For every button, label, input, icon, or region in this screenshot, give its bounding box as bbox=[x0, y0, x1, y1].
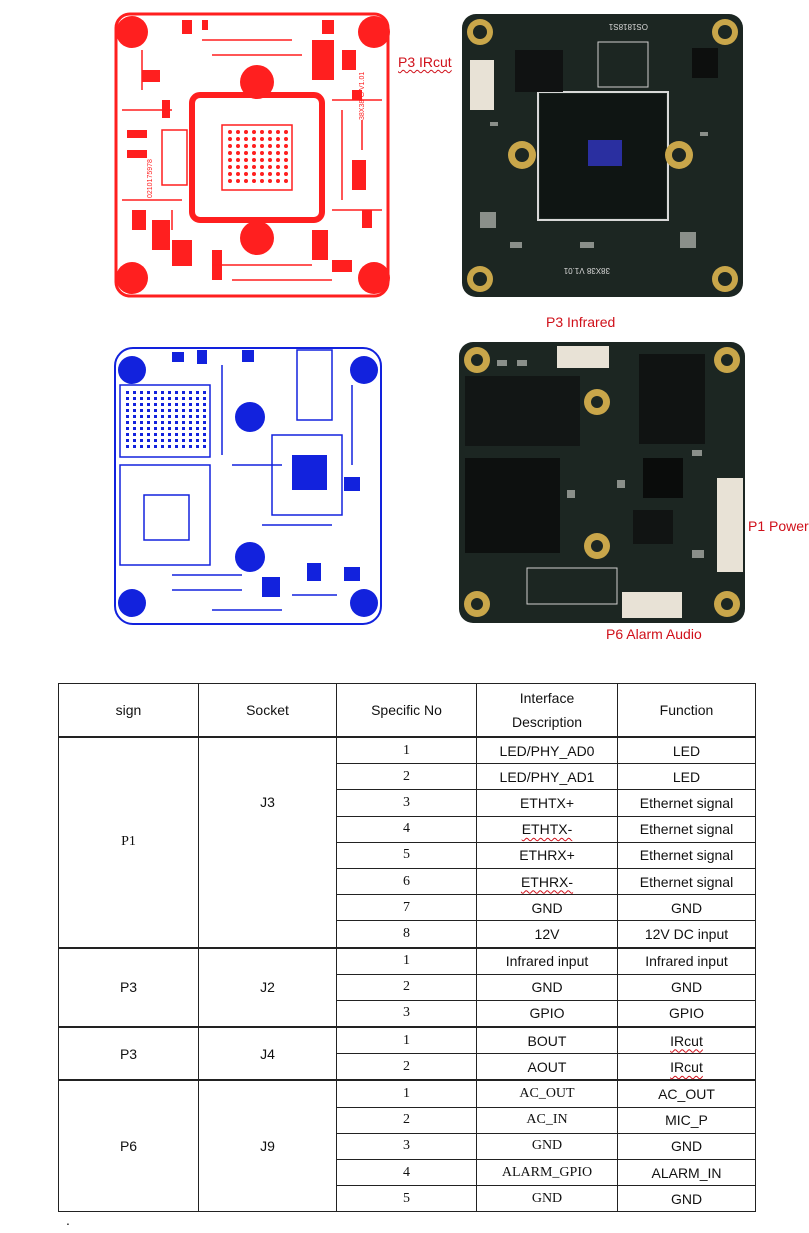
cell-specific-no: 5 bbox=[336, 841, 477, 869]
cell-sign: P1 bbox=[58, 736, 199, 948]
cell-function: LED bbox=[617, 763, 756, 791]
cell-interface: AOUT bbox=[476, 1053, 618, 1081]
cell-interface: Infrared input bbox=[476, 946, 618, 975]
red-board-serial: 0210175978 bbox=[147, 159, 154, 198]
cell-interface: LED/PHY_AD1 bbox=[476, 763, 618, 791]
cell-specific-no: 1 bbox=[336, 1026, 477, 1055]
cell-function: IRcut bbox=[617, 1026, 756, 1055]
cell-function: Ethernet signal bbox=[617, 841, 756, 869]
cell-interface: GPIO bbox=[476, 999, 618, 1028]
red-board-version: 38X38-G V1.01 bbox=[359, 72, 366, 120]
cell-interface: ETHRX- bbox=[476, 867, 618, 896]
cell-function: GND bbox=[617, 1132, 756, 1161]
cell-specific-no: 4 bbox=[336, 1158, 477, 1187]
trailing-mark: . bbox=[66, 1212, 70, 1228]
cell-socket: J2 bbox=[198, 946, 337, 1028]
header-socket: Socket bbox=[198, 683, 337, 738]
cell-interface: ETHTX+ bbox=[476, 789, 618, 817]
pin-definition-table: sign Socket Specific No Interface Descri… bbox=[58, 683, 756, 1213]
cell-specific-no: 2 bbox=[336, 1106, 477, 1134]
cell-interface: AC_IN bbox=[476, 1106, 618, 1134]
cell-function: GND bbox=[617, 1185, 756, 1213]
cell-interface: AC_OUT bbox=[476, 1079, 618, 1108]
cell-sign: P3 bbox=[58, 946, 199, 1028]
callout-p6-alarm-audio: P6 Alarm Audio bbox=[606, 626, 702, 642]
cell-specific-no: 1 bbox=[336, 736, 477, 765]
header-sign: sign bbox=[58, 683, 199, 738]
cell-specific-no: 5 bbox=[336, 1185, 477, 1213]
cell-function: Ethernet signal bbox=[617, 815, 756, 843]
callout-p3-ircut: P3 IRcut bbox=[398, 54, 452, 70]
cell-sign: P3 bbox=[58, 1026, 199, 1081]
cell-specific-no: 3 bbox=[336, 789, 477, 817]
cell-interface: ETHTX- bbox=[476, 815, 618, 843]
header-function: Function bbox=[617, 683, 756, 738]
cell-interface: ETHRX+ bbox=[476, 841, 618, 869]
cell-specific-no: 2 bbox=[336, 763, 477, 791]
cell-function: LED bbox=[617, 736, 756, 765]
blue-pcb-layout-drawing bbox=[112, 345, 384, 627]
pcb1-board-version: 38X38 V1.01 bbox=[563, 266, 610, 275]
cell-interface: ALARM_GPIO bbox=[476, 1158, 618, 1187]
cell-function: ALARM_IN bbox=[617, 1158, 756, 1187]
cell-specific-no: 8 bbox=[336, 920, 477, 948]
cell-specific-no: 1 bbox=[336, 946, 477, 975]
cell-function: IRcut bbox=[617, 1053, 756, 1081]
cell-interface: GND bbox=[476, 1185, 618, 1213]
pcb-top-photo: 38X38 V1.01 OS1818S1 bbox=[460, 12, 745, 299]
cell-interface: GND bbox=[476, 1132, 618, 1161]
cell-function: GPIO bbox=[617, 999, 756, 1028]
cell-specific-no: 2 bbox=[336, 1053, 477, 1081]
header-interface-description: Interface Description bbox=[476, 683, 618, 738]
cell-function: MIC_P bbox=[617, 1106, 756, 1134]
callout-p3-infrared: P3 Infrared bbox=[546, 314, 616, 330]
cell-specific-no: 1 bbox=[336, 1079, 477, 1108]
table-header-row: sign Socket Specific No Interface Descri… bbox=[58, 683, 756, 738]
cell-socket: J9 bbox=[198, 1079, 337, 1213]
cell-socket: J3 bbox=[198, 736, 337, 948]
pcb1-board-code: OS1818S1 bbox=[608, 22, 648, 31]
cell-specific-no: 6 bbox=[336, 867, 477, 896]
cell-interface: LED/PHY_AD0 bbox=[476, 736, 618, 765]
cell-function: AC_OUT bbox=[617, 1079, 756, 1108]
cell-function: Infrared input bbox=[617, 946, 756, 975]
cell-interface: BOUT bbox=[476, 1026, 618, 1055]
cell-specific-no: 2 bbox=[336, 973, 477, 1001]
cell-specific-no: 3 bbox=[336, 999, 477, 1028]
cell-interface: GND bbox=[476, 973, 618, 1001]
cell-specific-no: 7 bbox=[336, 894, 477, 922]
callout-p1-power: P1 Power bbox=[748, 518, 809, 534]
cell-socket: J4 bbox=[198, 1026, 337, 1081]
cell-function: 12V DC input bbox=[617, 920, 756, 948]
cell-function: Ethernet signal bbox=[617, 867, 756, 896]
cell-interface: GND bbox=[476, 894, 618, 922]
red-pcb-layout-drawing: 0210175978 38X38-G V1.01 bbox=[112, 10, 392, 300]
cell-function: GND bbox=[617, 973, 756, 1001]
cell-interface: 12V bbox=[476, 920, 618, 948]
cell-function: Ethernet signal bbox=[617, 789, 756, 817]
cell-function: GND bbox=[617, 894, 756, 922]
cell-sign: P6 bbox=[58, 1079, 199, 1213]
cell-specific-no: 3 bbox=[336, 1132, 477, 1161]
cell-specific-no: 4 bbox=[336, 815, 477, 843]
header-specific-no: Specific No bbox=[336, 683, 477, 738]
pcb-bottom-photo bbox=[457, 340, 747, 625]
